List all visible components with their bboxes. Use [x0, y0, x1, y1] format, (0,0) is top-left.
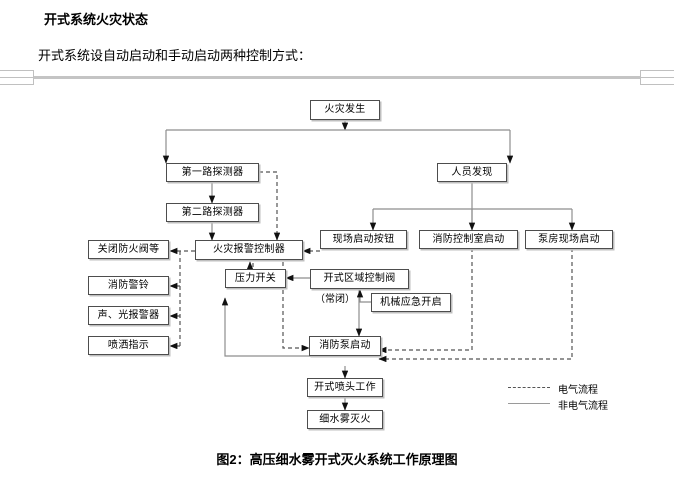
node-spray-indicator[interactable]: 喷洒指示	[88, 336, 169, 355]
node-label: 声、光报警器	[97, 309, 160, 321]
legend-label: 非电气流程	[558, 401, 608, 412]
figure-caption: 图2：高压细水雾开式灭火系统工作原理图	[216, 452, 458, 467]
node-label: 机械应急开启	[380, 296, 442, 308]
node-label: 喷洒指示	[107, 339, 150, 351]
node-water-mist-extinguish[interactable]: 细水雾灭火	[307, 410, 383, 429]
node-label: 火灾发生	[324, 104, 366, 115]
node-label: 细水雾灭火	[319, 413, 371, 425]
node-detector-line2[interactable]: 第二路探测器	[166, 203, 259, 222]
node-label: 第二路探测器	[181, 206, 244, 218]
node-fire-control-room-start[interactable]: 消防控制室启动	[419, 230, 518, 249]
dashed-line-swatch	[508, 387, 550, 388]
node-onsite-start-button[interactable]: 现场启动按钮	[320, 230, 407, 249]
node-close-fire-damper[interactable]: 关闭防火阀等	[88, 240, 169, 259]
page-break-marker-right	[640, 70, 674, 85]
note-normally-closed: （常闭）	[315, 294, 355, 305]
node-open-zone-control-valve[interactable]: 开式区域控制阀	[310, 269, 409, 289]
legend-label: 电气流程	[558, 385, 598, 396]
page-break-ruler	[0, 70, 674, 86]
node-fire-occurs[interactable]: 火灾发生	[310, 100, 380, 120]
node-sound-light-alarm[interactable]: 声、光报警器	[88, 306, 169, 325]
node-label: 开式区域控制阀	[323, 273, 396, 284]
node-mechanical-emergency-open[interactable]: 机械应急开启	[371, 293, 451, 312]
node-label: 关闭防火阀等	[97, 243, 160, 255]
node-fire-pump-start[interactable]: 消防泵启动	[309, 336, 381, 356]
solid-line-swatch	[508, 403, 550, 404]
page-break-line	[18, 76, 656, 79]
node-label: 人员发现	[451, 166, 493, 178]
legend-item-non-electric: 非电气流程	[508, 397, 648, 412]
node-fire-alarm-controller[interactable]: 火灾报警控制器	[195, 240, 303, 260]
node-label: 压力开关	[234, 272, 277, 284]
node-people-discover[interactable]: 人员发现	[437, 163, 507, 182]
flowchart-diagram: 火灾发生 第一路探测器 第二路探测器 人员发现 火灾报警控制器 关闭防火阀等 消…	[0, 88, 674, 433]
node-detector-line1[interactable]: 第一路探测器	[166, 163, 259, 182]
node-label: 第一路探测器	[181, 166, 244, 178]
node-label: 消防控制室启动	[432, 233, 505, 245]
legend-item-electric: 电气流程	[508, 381, 648, 396]
node-label: 泵房现场启动	[538, 233, 600, 245]
node-pump-room-onsite-start[interactable]: 泵房现场启动	[525, 230, 613, 249]
node-pressure-switch[interactable]: 压力开关	[225, 269, 286, 288]
node-label: 消防泵启动	[319, 340, 371, 351]
node-fire-alarm-bell[interactable]: 消防警铃	[88, 276, 169, 295]
page-break-marker-left	[0, 70, 34, 85]
node-open-nozzle-work[interactable]: 开式喷头工作	[307, 378, 383, 397]
node-label: 开式喷头工作	[314, 381, 376, 393]
intro-paragraph: 开式系统设自动启动和手动启动两种控制方式：	[38, 48, 312, 63]
node-label: 消防警铃	[107, 279, 150, 291]
node-label: 火灾报警控制器	[212, 244, 286, 255]
page-title: 开式系统火灾状态	[44, 12, 149, 27]
node-label: 现场启动按钮	[332, 233, 395, 245]
diagram-legend: 电气流程 非电气流程	[508, 381, 648, 417]
